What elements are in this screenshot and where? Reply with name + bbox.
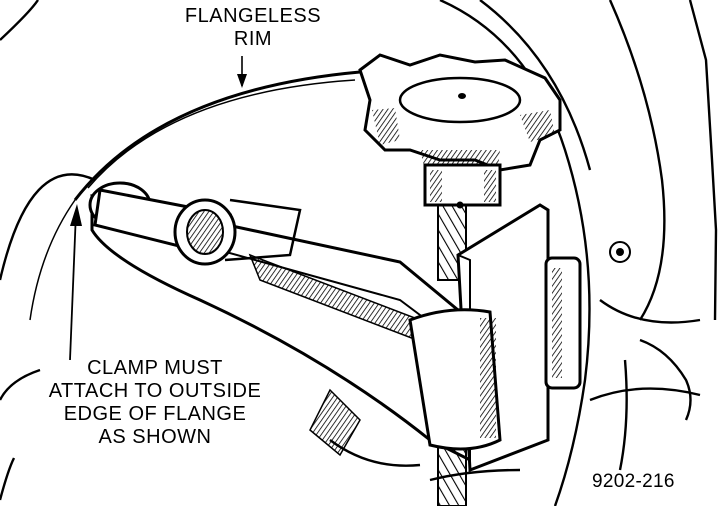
clamp-jaw: [88, 181, 302, 266]
wheel-bolt: [609, 241, 631, 263]
clamp-label-line: CLAMP MUST: [87, 357, 223, 379]
clamp-instruction-label: CLAMP MUST ATTACH TO OUTSIDE EDGE OF FLA…: [30, 357, 280, 449]
rim-label-line: RIM: [233, 28, 273, 50]
flangeless-rim-label: FLANGELESS RIM: [183, 5, 323, 51]
star-knob: [358, 53, 562, 209]
clamp-label-line: AS SHOWN: [98, 426, 212, 448]
rim-leader-arrow: [237, 56, 247, 88]
rim-label-line: FLANGELESS: [184, 5, 322, 27]
figure-number: 9202-216: [592, 471, 675, 492]
clamp-label-line: EDGE OF FLANGE: [63, 403, 247, 425]
rim-edge: [29, 70, 361, 321]
clamp-leader-arrow: [69, 204, 82, 361]
clamp-label-line: ATTACH TO OUTSIDE: [48, 380, 262, 402]
clamp-body: [408, 203, 582, 473]
